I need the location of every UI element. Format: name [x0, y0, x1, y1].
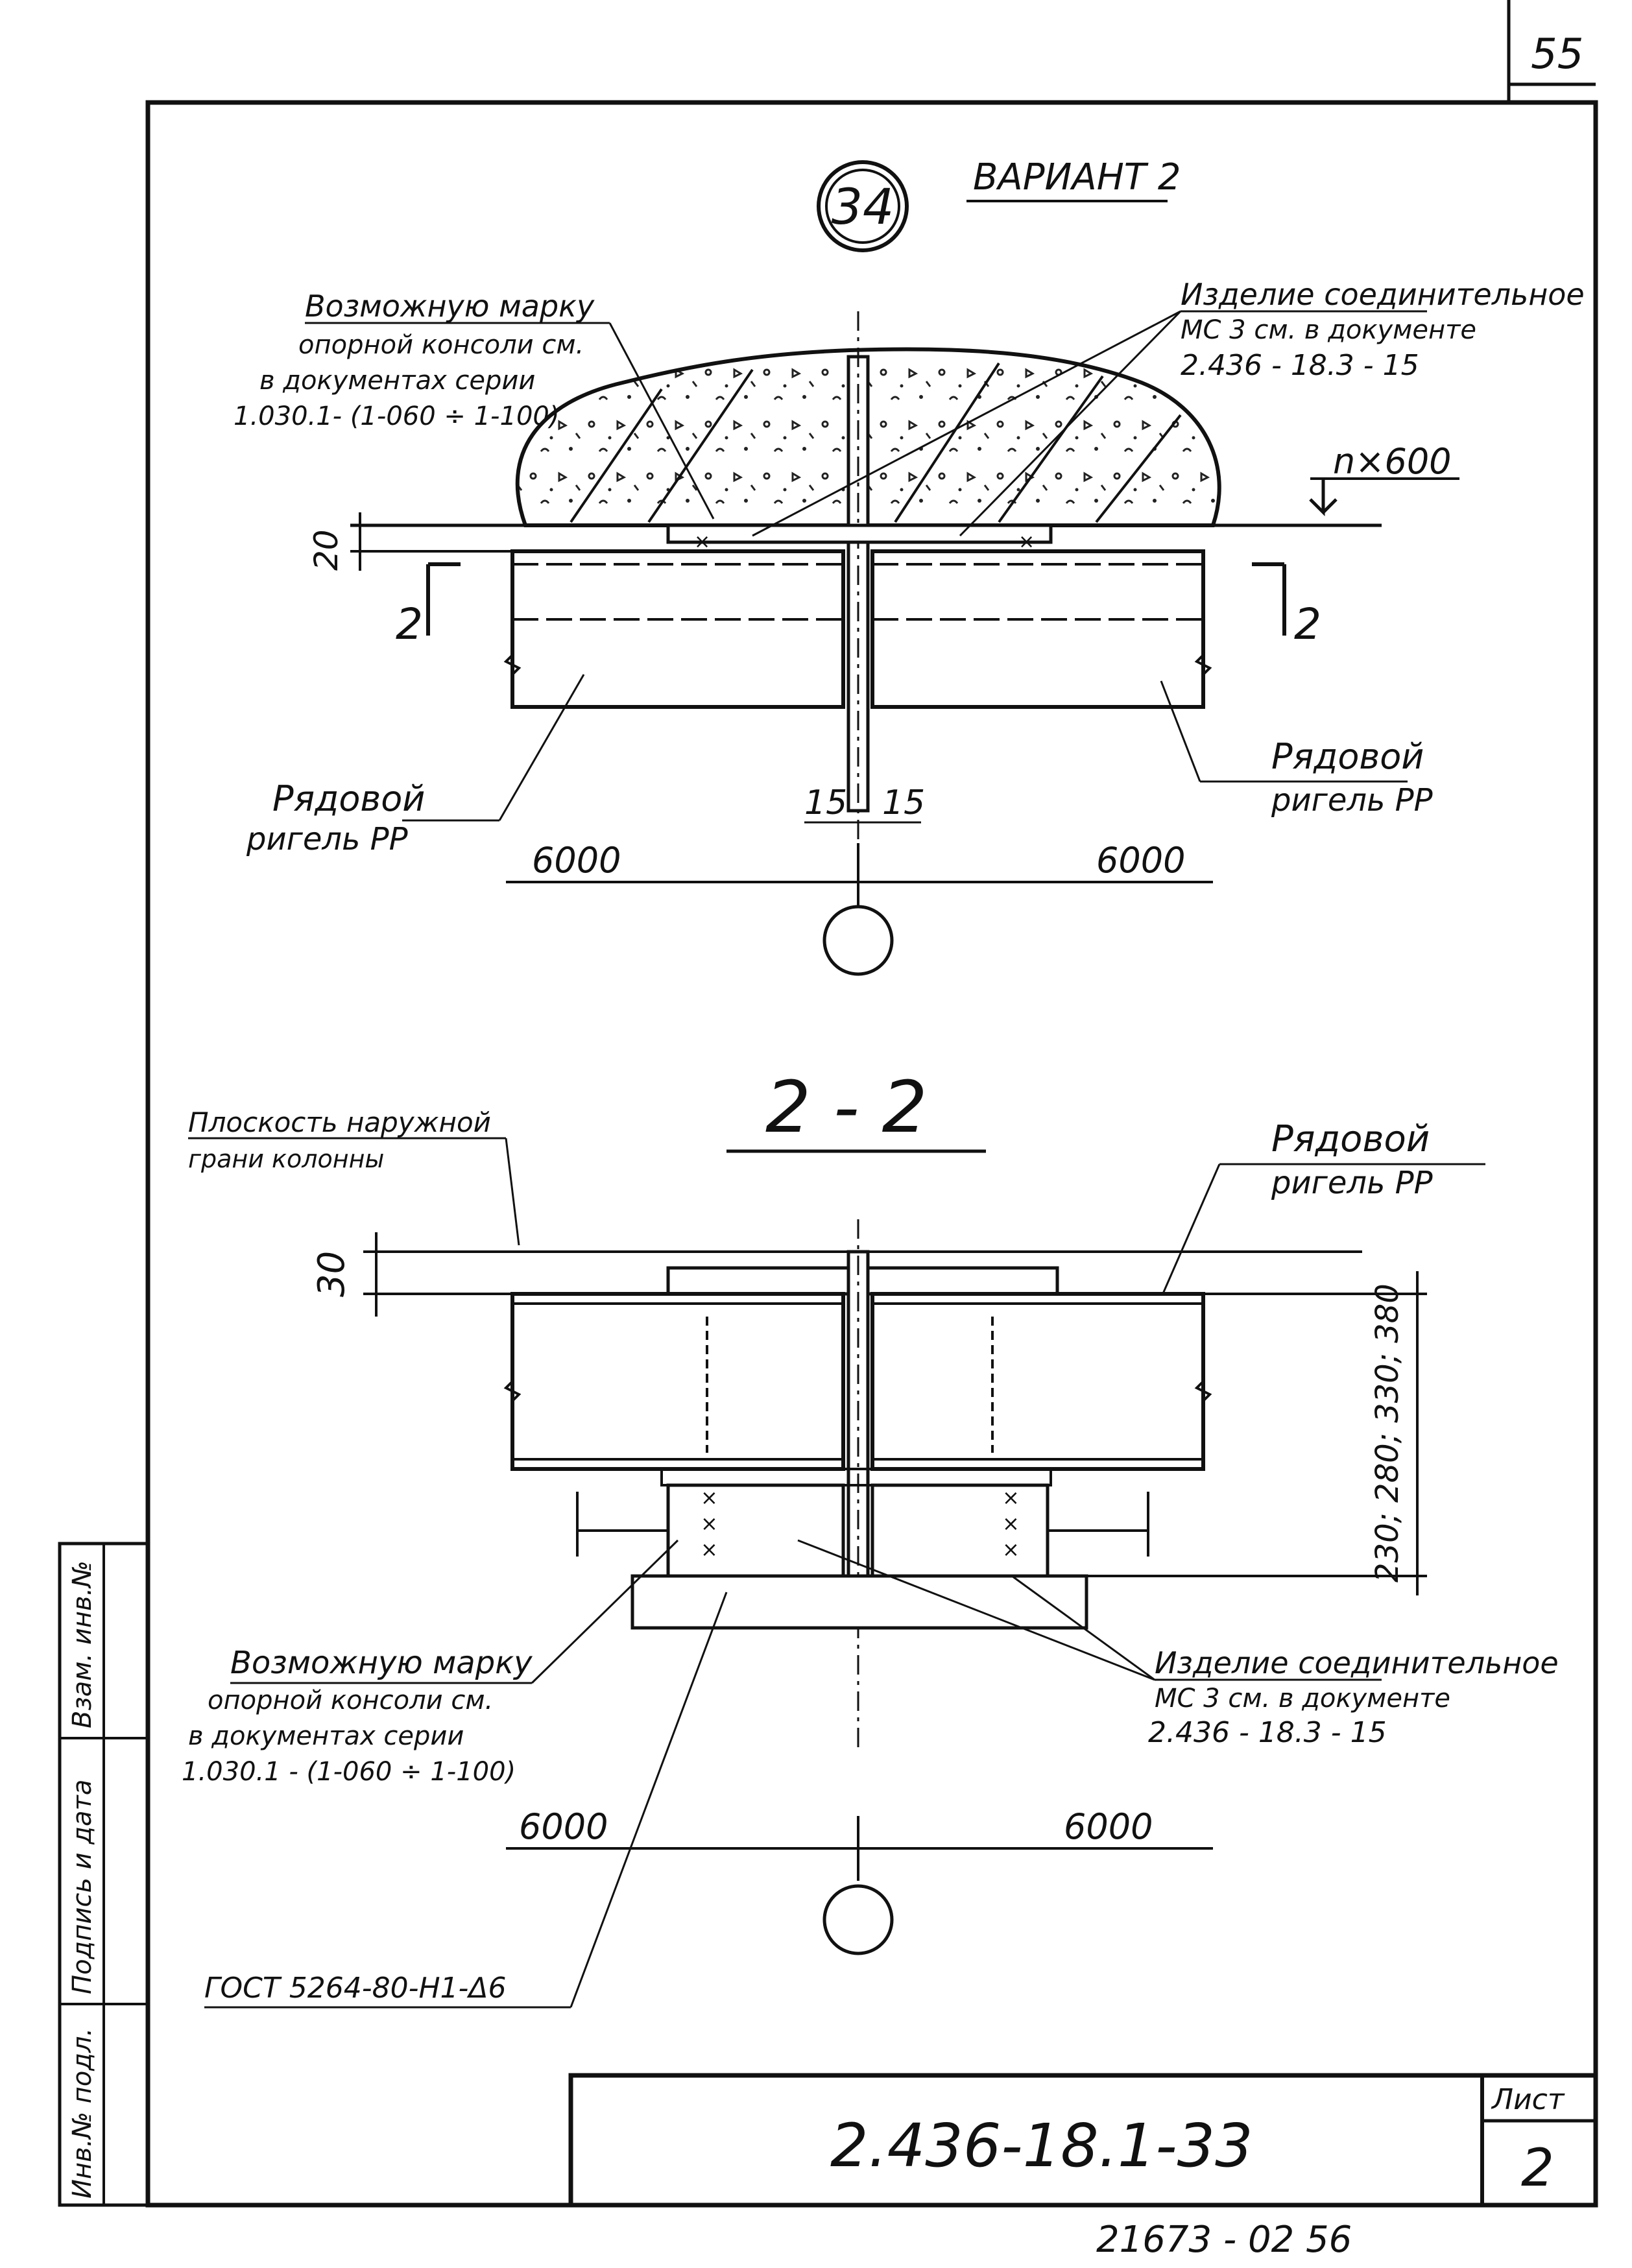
svg-text:Рядовой: Рядовой — [272, 778, 425, 819]
svg-text:1.030.1- (1-060 ÷ 1-100): 1.030.1- (1-060 ÷ 1-100) — [234, 401, 559, 431]
section-beam-right — [870, 1292, 1205, 1471]
beam-right — [870, 549, 1205, 709]
page-number: 55 — [1531, 30, 1583, 78]
svg-text:Возможную марку: Возможную марку — [305, 289, 595, 324]
section-beam-left — [510, 1292, 845, 1471]
top-view: 34 ВАРИАНТ 2 n×600 × × — [234, 156, 1585, 976]
svg-text:1.030.1 - (1-060 ÷ 1-100): 1.030.1 - (1-060 ÷ 1-100) — [182, 1757, 516, 1787]
svg-text:×: × — [1002, 1537, 1020, 1562]
svg-text:грани колонны: грани колонны — [188, 1145, 384, 1173]
span-left-section: 6000 — [519, 1806, 608, 1847]
axis-marker-section — [822, 1884, 894, 1955]
bottom-code: 21673 - 02 56 — [1096, 2219, 1352, 2261]
stamp-signature-label: Подпись и дата — [67, 1780, 97, 1994]
connector-plate — [666, 523, 1053, 544]
leader-console-top: Возможную марку опорной консоли см. в до… — [234, 289, 715, 519]
variant-label: ВАРИАНТ 2 — [973, 156, 1181, 198]
svg-text:2.436 - 18.3 - 15: 2.436 - 18.3 - 15 — [1148, 1716, 1387, 1749]
svg-text:ригель РР: ригель РР — [1271, 1165, 1433, 1201]
svg-text:МС 3 см. в документе: МС 3 см. в документе — [1181, 315, 1476, 345]
section-mark-right: 2 — [1294, 599, 1321, 649]
svg-text:×: × — [701, 1537, 718, 1562]
node-circle — [817, 160, 909, 252]
console-right — [870, 1483, 1050, 1578]
svg-text:×: × — [1002, 1485, 1020, 1510]
section-view: 2 - 2 Плоскость наружной грани колонны Р… — [182, 1066, 1559, 2009]
stamp-replace-label: Взам. инв.№ — [67, 1560, 97, 1728]
svg-text:ригель РР: ригель РР — [1271, 782, 1433, 818]
dim-30: 30 — [311, 1251, 353, 1297]
doc-code: 2.436-18.1-33 — [830, 2111, 1253, 2180]
leader-plane: Плоскость наружной грани колонны — [188, 1106, 520, 1246]
span-left-top: 6000 — [532, 840, 621, 881]
svg-text:×: × — [1002, 1511, 1020, 1536]
weld-note: ГОСТ 5264-80-Н1-Δ6 — [204, 1972, 507, 2005]
leader-connector-section: Изделие соединительное МС 3 см. в докуме… — [797, 1539, 1559, 1749]
leader-console-section: Возможную марку опорной консоли см. в до… — [182, 1539, 679, 1787]
dim-heights: 230; 280; 330; 380 — [1369, 1283, 1406, 1582]
svg-text:опорной консоли см.: опорной консоли см. — [208, 1686, 493, 1715]
support-block — [630, 1574, 1088, 1630]
svg-text:в документах серии: в документах серии — [188, 1721, 464, 1751]
console-left — [666, 1483, 845, 1578]
svg-text:Изделие соединительное: Изделие соединительное — [1155, 1645, 1559, 1680]
title-block: 2.436-18.1-33 Лист 2 21673 - 02 56 — [568, 2073, 1598, 2261]
span-right-top: 6000 — [1096, 840, 1185, 881]
svg-text:×: × — [701, 1485, 718, 1510]
level-mark: n×600 — [1333, 441, 1452, 482]
svg-text:Рядовой: Рядовой — [1271, 736, 1424, 777]
leader-beam-section: Рядовой ригель РР — [1140, 1118, 1485, 1343]
section-title: 2 - 2 — [765, 1066, 928, 1149]
gap-right: 15 — [882, 783, 925, 822]
svg-text:опорной консоли см.: опорной консоли см. — [298, 330, 584, 360]
svg-text:Плоскость наружной: Плоскость наружной — [188, 1106, 491, 1138]
svg-text:Рядовой: Рядовой — [1271, 1118, 1430, 1160]
weld-note-leader: ГОСТ 5264-80-Н1-Δ6 — [204, 1592, 728, 2009]
svg-text:Изделие соединительное: Изделие соединительное — [1181, 277, 1585, 312]
leader-connector-top: Изделие соединительное МС 3 см. в докуме… — [752, 277, 1585, 537]
side-stamp: Инв.№ подл. Подпись и дата Взам. инв.№ — [58, 1542, 150, 2207]
svg-text:×: × — [701, 1511, 718, 1536]
svg-text:МС 3 см. в документе: МС 3 см. в документе — [1155, 1684, 1450, 1713]
beam-left — [510, 549, 845, 709]
stamp-inv-label: Инв.№ подл. — [67, 2028, 97, 2199]
svg-text:Возможную марку: Возможную марку — [230, 1645, 533, 1681]
section-mark-left: 2 — [396, 599, 423, 649]
dim-20: 20 — [307, 529, 345, 571]
axis-marker-top — [822, 905, 894, 976]
sheet-label: Лист — [1491, 2083, 1565, 2116]
gap-left: 15 — [804, 783, 847, 822]
svg-text:в документах серии: в документах серии — [259, 366, 535, 396]
leader-beam-right: Рядовой ригель РР — [1160, 680, 1433, 818]
leader-beam-left: Рядовой ригель РР — [246, 674, 585, 857]
node-number: 34 — [832, 178, 894, 235]
sheet-number: 2 — [1521, 2138, 1554, 2198]
svg-text:ригель РР: ригель РР — [246, 821, 408, 857]
span-right-section: 6000 — [1064, 1806, 1153, 1847]
svg-text:2.436 - 18.3 - 15: 2.436 - 18.3 - 15 — [1181, 349, 1419, 382]
